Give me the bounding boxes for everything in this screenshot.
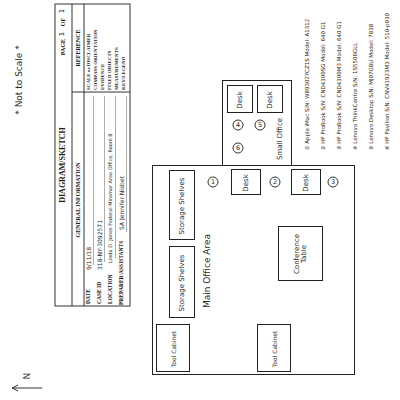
- write-line: [93, 96, 94, 265]
- room-label: Storage Shelves: [179, 252, 186, 314]
- room-label: Desk: [243, 172, 250, 194]
- field-value: SA Jennifer Nisbet: [119, 160, 125, 230]
- room-label: Main Office Area: [203, 231, 212, 311]
- north-arrow-head: [12, 385, 18, 391]
- tool-cabinet: Tool Cabinet: [257, 324, 291, 372]
- room-label: Storage Shelves: [179, 175, 186, 237]
- reference-item: EVIDENCE: [100, 10, 105, 90]
- callout-number: 4: [233, 120, 244, 131]
- write-line: [115, 96, 116, 258]
- room-label: Desk: [237, 88, 244, 112]
- field-label: CASE ID: [97, 274, 103, 304]
- section-heading: REFERENCE: [75, 23, 81, 73]
- field-label: LOCATION: [108, 268, 114, 304]
- north-arrow: [12, 388, 42, 389]
- write-line: [126, 96, 127, 232]
- office-room: Small OfficeDeskDesk: [222, 80, 292, 166]
- diagram-title: DIAGRAM/SKETCH: [59, 120, 67, 210]
- room-label: Tool Cabinet: [272, 327, 278, 371]
- page-label: OF: [60, 16, 66, 28]
- page-number: 1: [59, 30, 66, 38]
- evidence-item: ⑥ HP Pavilion S/N: CNV41923M3 Model: 510…: [385, 6, 391, 151]
- form-rule: [72, 4, 73, 306]
- field-value: Linda D. Jones Federal Miramar Area Offi…: [108, 97, 113, 263]
- callout-number: 1: [208, 177, 219, 188]
- desk: Desk: [231, 169, 261, 195]
- storage-shelves: Storage Shelves: [169, 170, 195, 240]
- reference-item: MEASUREMENTS: [114, 10, 119, 90]
- callout-number: 6: [233, 143, 244, 154]
- callout-number: 3: [328, 177, 339, 188]
- room-label: Conference Table: [294, 230, 309, 278]
- storage-shelves: Storage Shelves: [169, 246, 195, 318]
- conference-table: Conference Table: [278, 226, 323, 281]
- evidence-item: ① Apple iMac S/N: W89302YCZ1S Model: A13…: [305, 6, 311, 151]
- reference-item: FIXED OBJECTS: [107, 10, 112, 90]
- field-value: 318-NY-3092571: [97, 180, 103, 270]
- page-label: PAGE: [60, 37, 66, 57]
- callout-number: 5: [255, 120, 266, 131]
- room-label: Small Office: [277, 115, 284, 163]
- room-label: Desk: [267, 88, 274, 112]
- room-label: Tool Cabinet: [171, 327, 177, 371]
- page-count: 1: [59, 7, 66, 15]
- section-heading: GENERAL INFORMATION: [75, 155, 81, 245]
- room-label: Desk: [303, 172, 310, 194]
- scale-note: * Not to Scale *: [15, 30, 24, 130]
- field-label: PREPARER/ASSISTANTS: [119, 235, 125, 305]
- callout-number: 2: [270, 177, 281, 188]
- evidence-item: ② HP ProBook S/N: CND4300SG Model: 640 G…: [321, 6, 327, 151]
- desk: Desk: [257, 85, 283, 113]
- north-label: N: [23, 370, 32, 382]
- evidence-item: ③ HP ProBook S/N: CND4300M3 Model: 640 G…: [337, 6, 343, 151]
- desk: Desk: [291, 169, 321, 195]
- evidence-item: ④ Lenovo ThinkCentre S/N: 1S5506GLL: [353, 6, 359, 151]
- desk: Desk: [227, 85, 253, 113]
- tool-cabinet: Tool Cabinet: [156, 324, 190, 372]
- reference-item: KEY/LEGEND: [121, 10, 126, 90]
- reference-item: COMPASS ORIENTATION: [93, 10, 98, 90]
- form-frame: [55, 4, 130, 306]
- form-rule: [72, 92, 130, 93]
- reference-item: SCALE or DISCLAIMER: [86, 10, 91, 90]
- write-line: [104, 96, 105, 262]
- evidence-item: ⑤ Lenovo Desktop S/N: MJ07G8U Model: 783…: [369, 6, 375, 151]
- field-label: DATE: [86, 276, 92, 304]
- room-outline: Main Office AreaStorage ShelvesStorage S…: [152, 165, 355, 375]
- form-rule: [84, 4, 85, 306]
- field-value: 9/11/18: [86, 220, 92, 270]
